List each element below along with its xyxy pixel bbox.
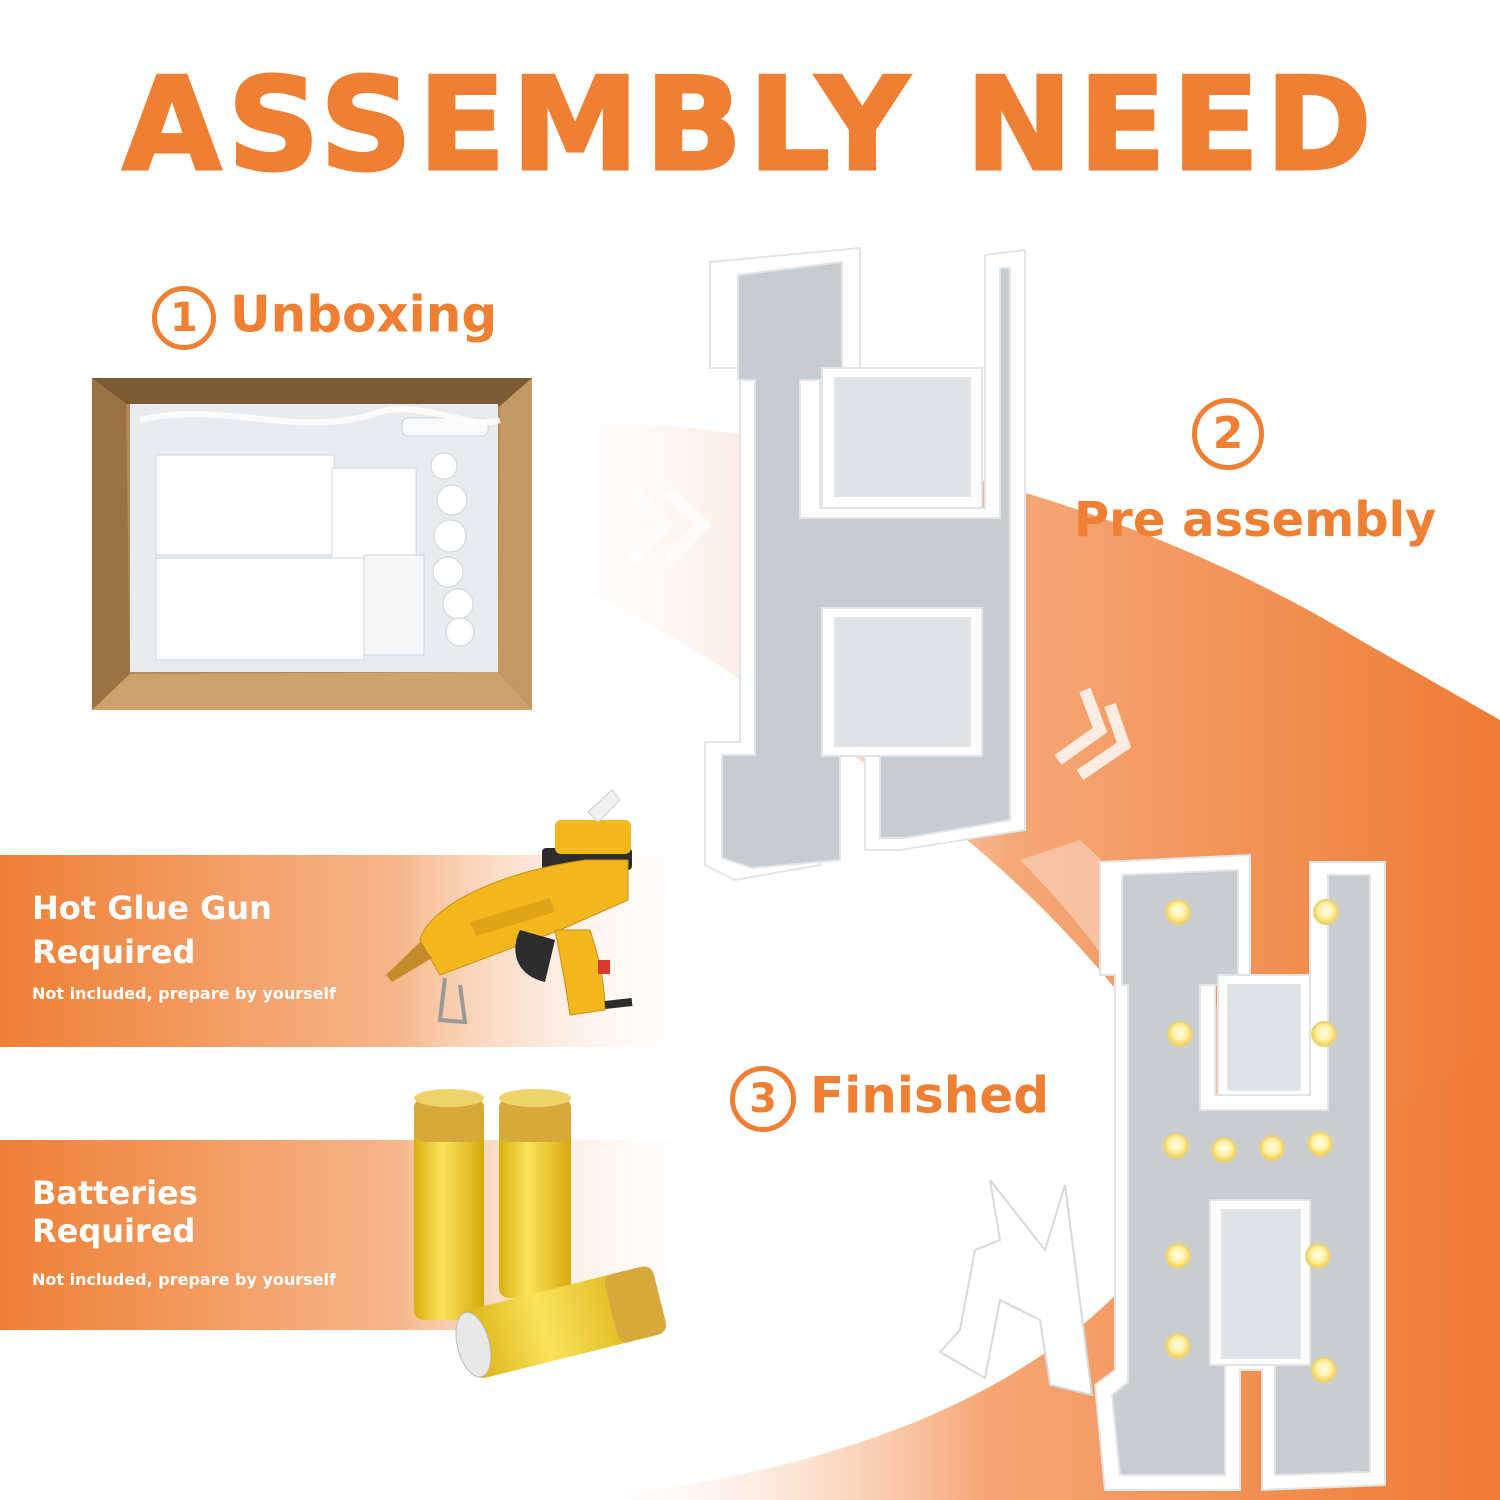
- battery-requirement-note: Not included, prepare by yourself: [32, 1270, 336, 1289]
- step-number-badge: 3: [730, 1066, 796, 1132]
- marquee-letter-h-icon: [704, 246, 1026, 882]
- chevron-arrow-icon: [1054, 687, 1132, 780]
- cardboard-box-icon: [92, 378, 532, 710]
- led-bulb-icon: [1163, 899, 1339, 1383]
- step-label: Unboxing: [230, 285, 498, 344]
- hot-glue-gun-icon: [386, 789, 633, 1025]
- step-label: Finished: [810, 1066, 1050, 1125]
- step-number-badge: 1: [152, 286, 216, 350]
- battery-requirement-title: Batteries Required: [32, 1174, 198, 1250]
- page-title: ASSEMBLY NEED: [121, 51, 1378, 200]
- glue-requirement-title: Hot Glue Gun Required: [32, 889, 272, 971]
- step-number-badge: 2: [1192, 398, 1264, 470]
- glue-requirement-note: Not included, prepare by yourself: [32, 984, 336, 1003]
- battery-icon: [414, 1089, 667, 1379]
- chevron-arrow-icon: [625, 485, 712, 565]
- step-label: Pre assembly: [1074, 492, 1437, 548]
- marquee-letter-h-icon: [938, 853, 1386, 1492]
